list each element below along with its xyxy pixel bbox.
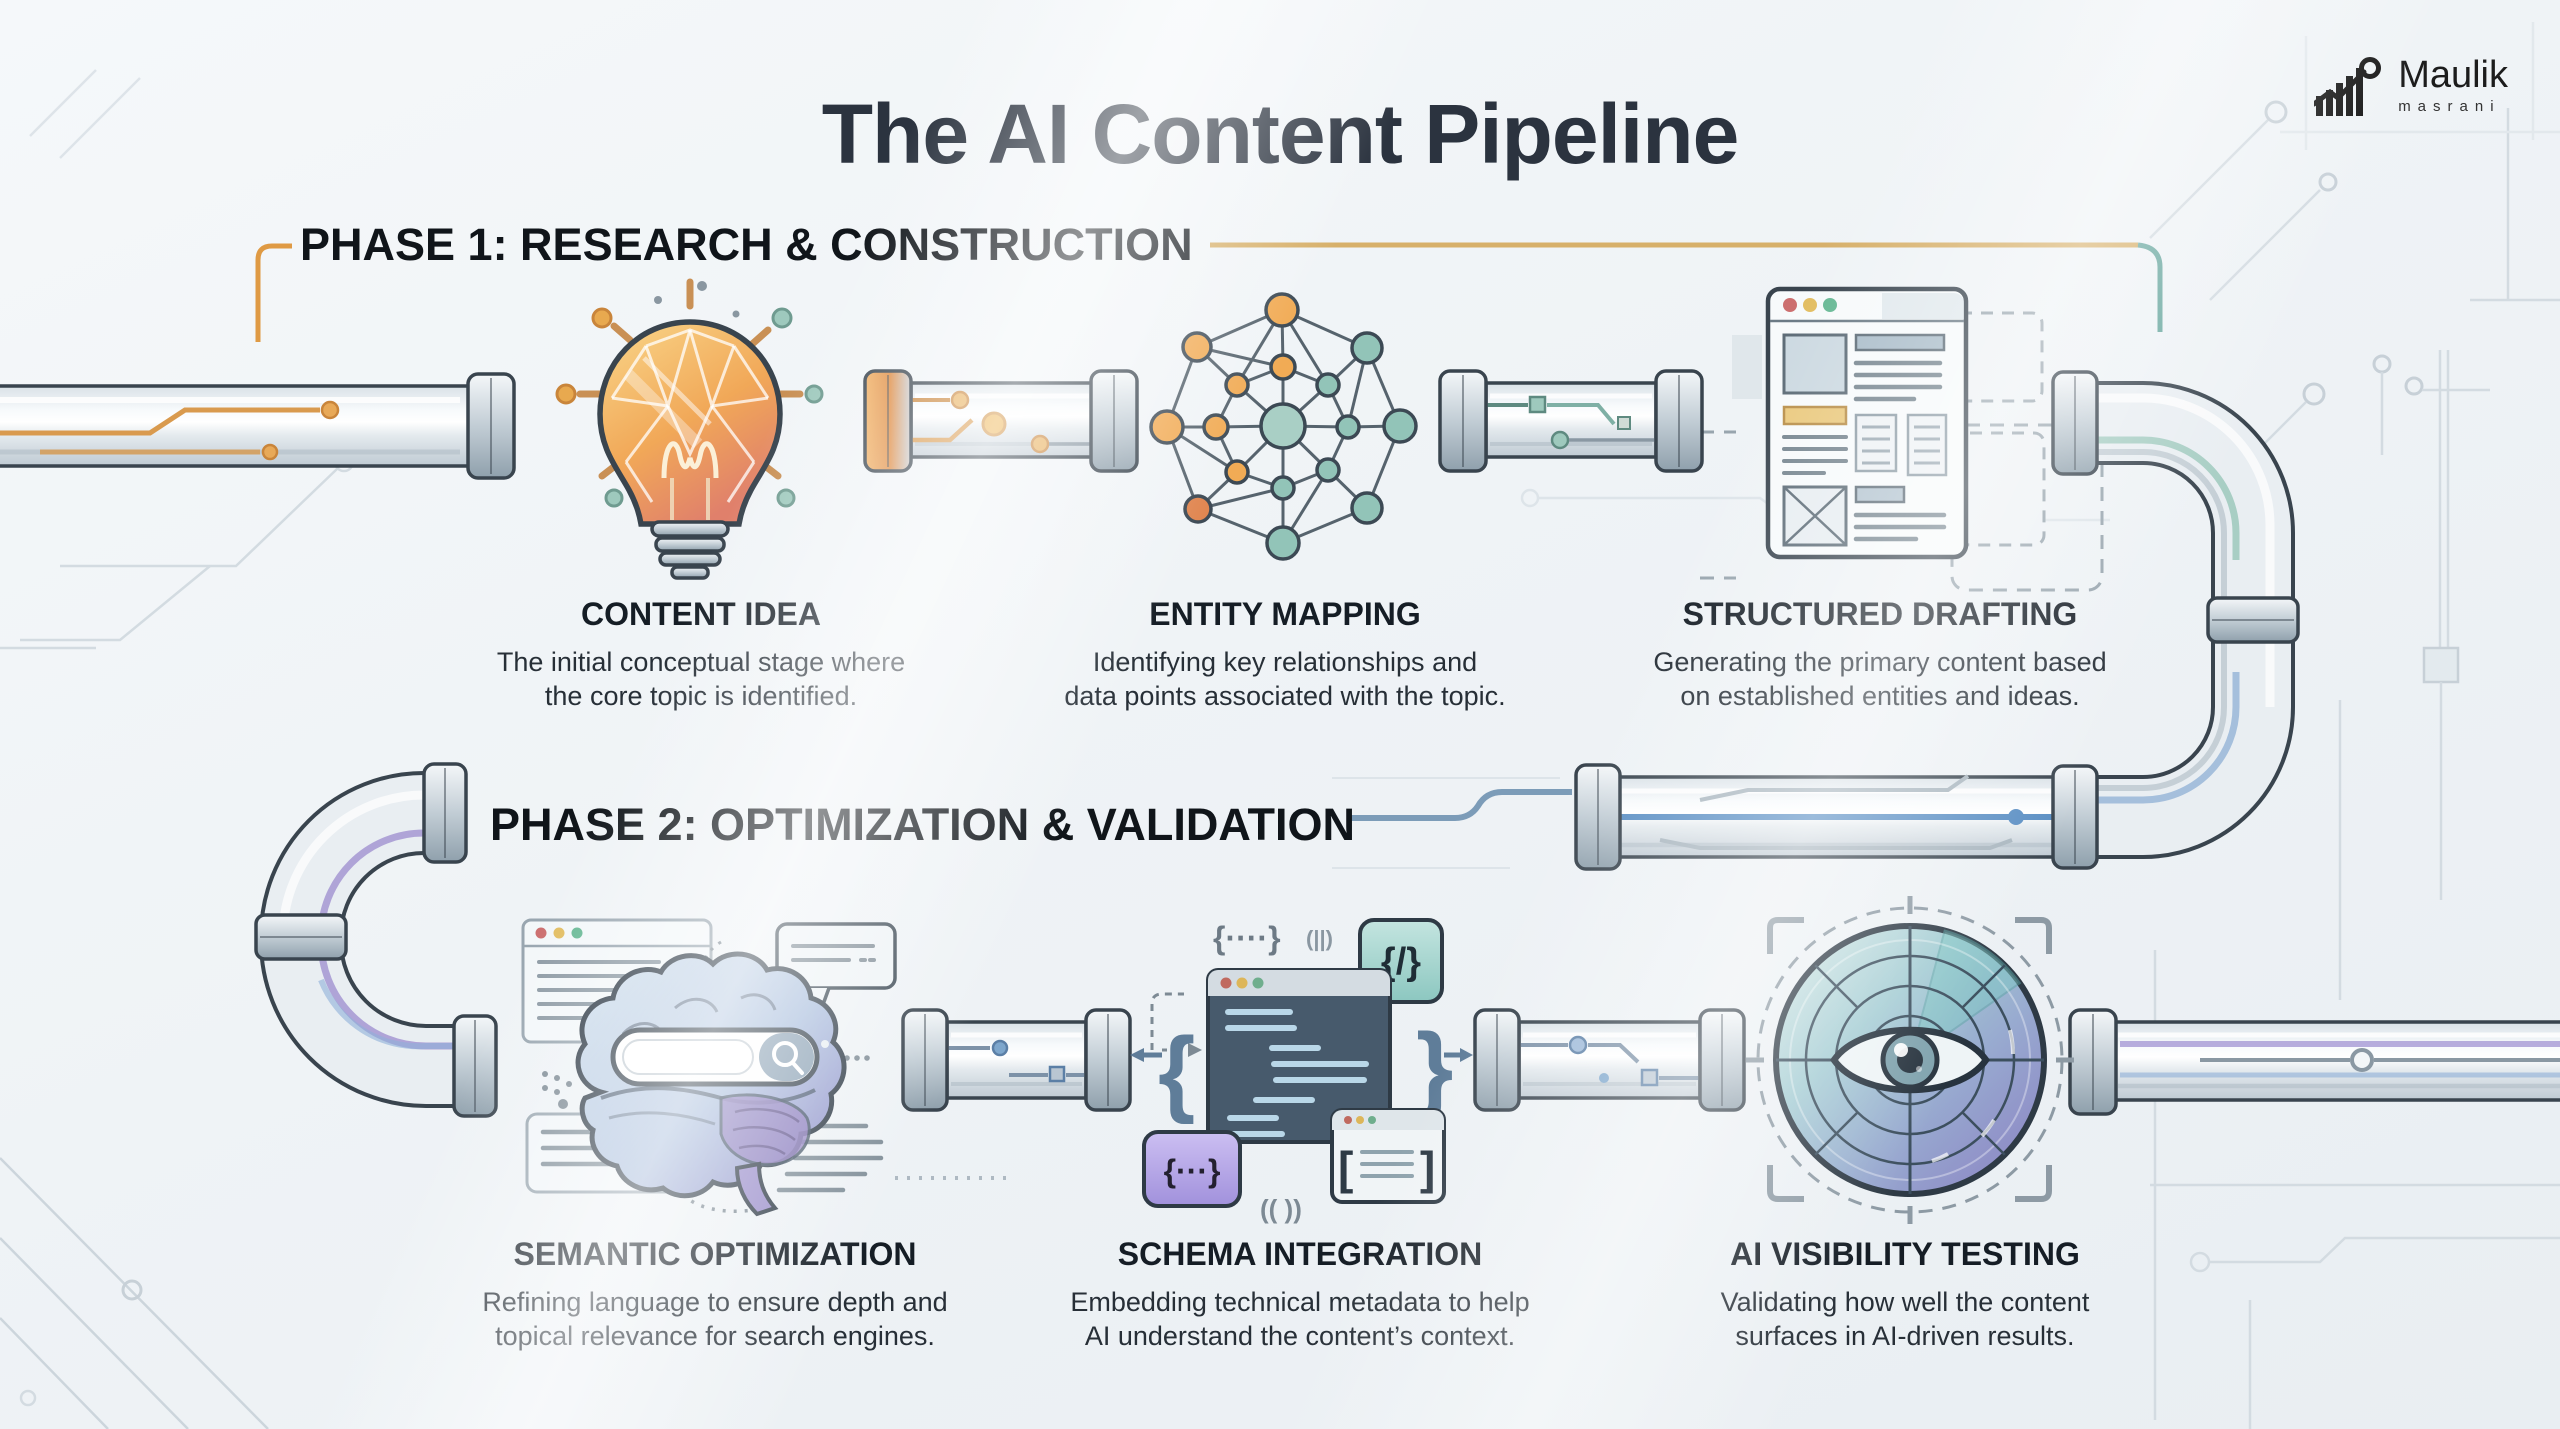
pipe-brain-to-code — [901, 1008, 1132, 1112]
page-title: The AI Content Pipeline — [821, 87, 1740, 182]
knowledge-graph-icon — [1149, 292, 1418, 561]
step-structured-drafting: STRUCTURED DRAFTING Generating the prima… — [1610, 596, 2150, 714]
step-content-idea: CONTENT IDEA The initial conceptual stag… — [431, 596, 971, 714]
desc-line: topical relevance for search engines. — [495, 1321, 935, 1352]
step-schema-integration: SCHEMA INTEGRATION Embedding technical m… — [1030, 1236, 1570, 1354]
step-description: The initial conceptual stage where the c… — [431, 645, 971, 714]
step-title: SCHEMA INTEGRATION — [1117, 1236, 1483, 1272]
svg-text:]: ] — [1420, 1142, 1435, 1194]
code-badge-purple: {···} — [1142, 1130, 1242, 1208]
desc-line: Identifying key relationships and — [1092, 647, 1478, 677]
brain-search-icon — [521, 918, 897, 1217]
pipe-bulb-to-graph — [863, 369, 1139, 473]
brand-logo: Maulik masrani — [2314, 56, 2508, 118]
brain-stem — [734, 1161, 779, 1217]
traffic-dot-red — [1783, 298, 1797, 312]
brand-subname: masrani — [2398, 98, 2501, 115]
step-semantic-optimization: SEMANTIC OPTIMIZATION Refining language … — [445, 1236, 985, 1354]
step-entity-mapping: ENTITY MAPPING Identifying key relations… — [1015, 596, 1555, 714]
lightbulb-idea-icon — [555, 278, 824, 580]
pipe-code-to-radar — [1473, 1008, 1746, 1112]
step-description: Generating the primary content based on … — [1610, 645, 2150, 714]
step-description: Refining language to ensure depth and to… — [445, 1285, 985, 1354]
desc-line: data points associated with the topic. — [1064, 681, 1506, 712]
traffic-dot-green — [1823, 298, 1837, 312]
paren-bars-decor: (||) — [1306, 926, 1333, 951]
pipe-exit-right — [2068, 1008, 2560, 1116]
brace-arrow-left: { — [1130, 1018, 1195, 1125]
search-bar — [610, 1027, 820, 1087]
radar-eye-icon — [1746, 896, 2074, 1224]
phase1-heading: PHASE 1: RESEARCH & CONSTRUCTION — [300, 219, 1193, 270]
pipe-graph-to-document — [1438, 369, 1704, 473]
svg-text:{···}: {···} — [1164, 1153, 1221, 1189]
desc-line: Validating how well the content — [1720, 1287, 2090, 1317]
step-title: ENTITY MAPPING — [1149, 596, 1421, 632]
desc-line: surfaces in AI-driven results. — [1735, 1321, 2075, 1352]
desc-line: The initial conceptual stage where — [496, 647, 906, 677]
svg-text:[: [ — [1338, 1142, 1353, 1194]
parens-decor: (( )) — [1260, 1194, 1302, 1224]
step-title: SEMANTIC OPTIMIZATION — [513, 1236, 917, 1272]
step-description: Embedding technical metadata to help AI … — [1030, 1285, 1570, 1354]
braces-dots-decor: {····} — [1213, 920, 1281, 956]
step-description: Validating how well the content surfaces… — [1635, 1285, 2175, 1354]
brand-name: Maulik — [2398, 54, 2508, 96]
mini-browser-window: [ ] — [1330, 1108, 1446, 1204]
svg-text:{: { — [1158, 1018, 1195, 1125]
desc-line: Refining language to ensure depth and — [482, 1287, 948, 1317]
bulb-glass — [597, 319, 783, 527]
pipe-left-cbend — [254, 762, 498, 1118]
step-ai-visibility-testing: AI VISIBILITY TESTING Validating how wel… — [1635, 1236, 2175, 1354]
wireframe-document-icon — [1732, 286, 2046, 560]
step-title: STRUCTURED DRAFTING — [1682, 596, 2078, 632]
desc-line: AI understand the content’s context. — [1084, 1321, 1516, 1352]
step-title: CONTENT IDEA — [581, 596, 821, 632]
growth-chart-magnifier-icon — [2314, 57, 2382, 116]
step-description: Identifying key relationships and data p… — [1015, 645, 1555, 714]
traffic-dot-yellow — [1803, 298, 1817, 312]
svg-text:}: } — [1416, 1014, 1453, 1121]
pipe-phase2-return — [1574, 763, 2099, 871]
bulb-screw-base — [650, 520, 730, 580]
desc-line: Generating the primary content based — [1653, 647, 2107, 677]
pipe-right-ubend — [2051, 370, 2300, 859]
desc-line: on established entities and ideas. — [1680, 681, 2080, 712]
phase2-heading: PHASE 2: OPTIMIZATION & VALIDATION — [490, 799, 1355, 850]
pipe-entry-left — [0, 372, 516, 480]
step-title: AI VISIBILITY TESTING — [1730, 1236, 2080, 1272]
desc-line: the core topic is identified. — [544, 681, 858, 712]
brace-arrow-right: } — [1416, 1014, 1473, 1121]
code-schema-icon: {····} (||) {/} { } {·· — [1130, 918, 1473, 1224]
eye — [1830, 1026, 1990, 1094]
desc-line: Embedding technical metadata to help — [1070, 1287, 1530, 1317]
